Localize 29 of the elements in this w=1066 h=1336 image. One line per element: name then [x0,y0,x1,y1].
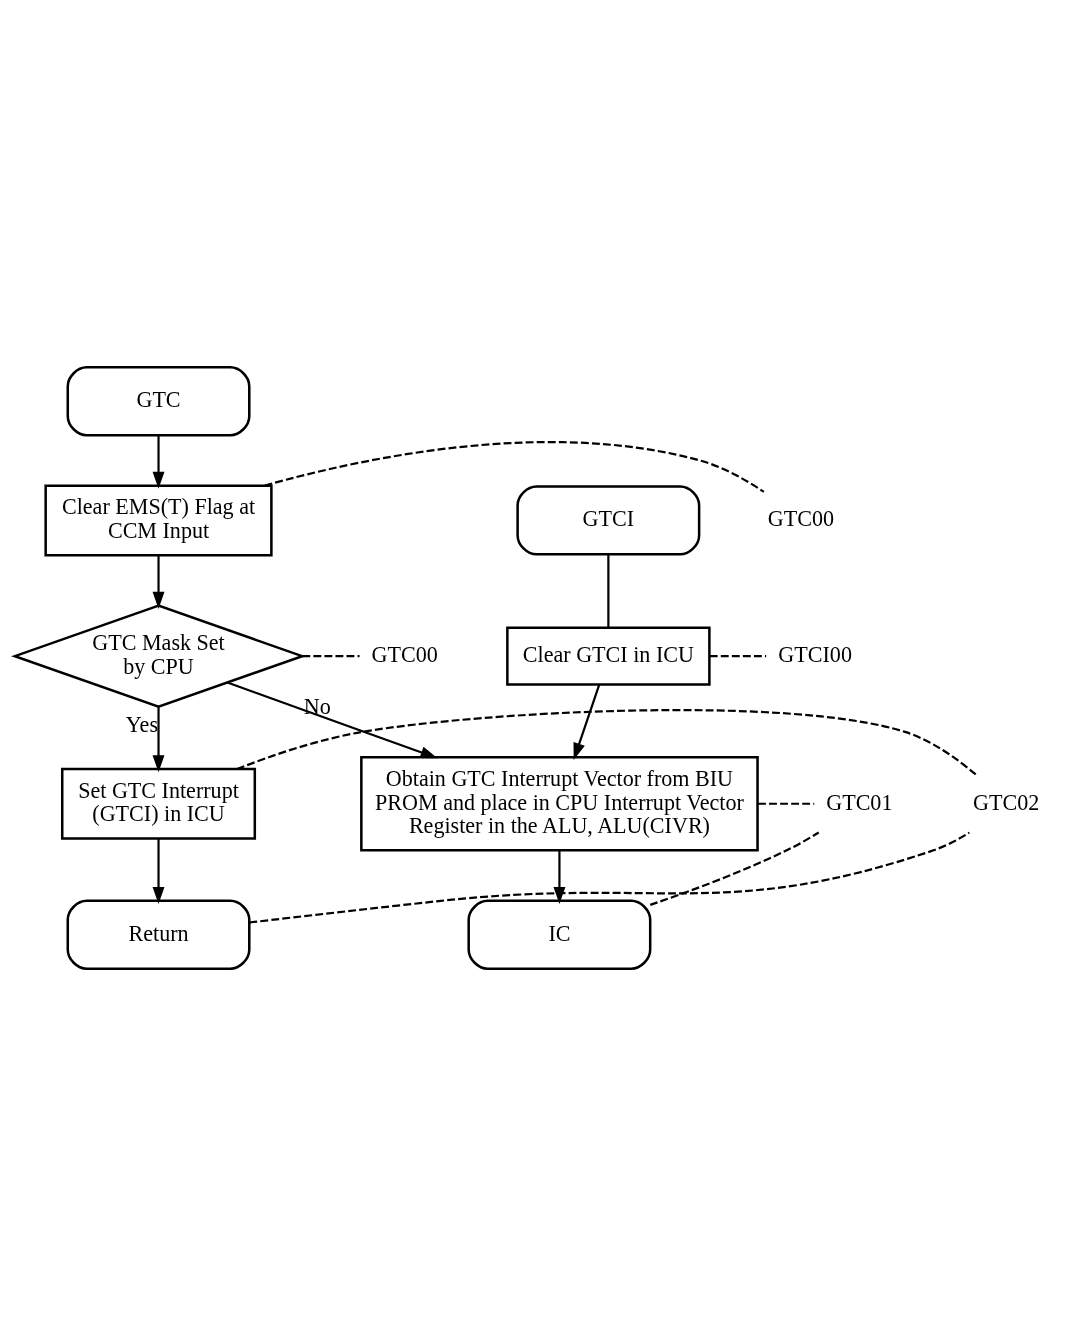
connector [302,655,360,658]
node-box: Return [66,899,251,970]
connector [709,655,767,658]
arrow [227,681,438,759]
edge-label: No [303,693,331,719]
node-text: GTC02 [973,789,1040,815]
node-text: GTCI00 [778,642,852,667]
arrow [152,838,165,905]
arrow [553,850,566,905]
arrow [573,684,601,761]
node-text: GTC01 [826,789,893,815]
connector [607,554,610,628]
node-box: IC [467,899,652,970]
node-box: Clear EMS(T) Flag at CCM Input [44,484,273,557]
arrow [152,435,165,489]
connector [264,440,765,493]
node-box: GTCI [516,485,701,556]
arrow [152,707,165,773]
connector [649,831,820,906]
node-box: Obtain GTC Interrupt Vector from BIU PROM and place in CPU Interrupt Vector Register in the ALU, ALU(CIVR) [360,755,759,852]
node-box: GTC [66,366,251,437]
node-text: GTC00 [767,506,835,532]
connector [236,709,978,777]
node-text: GTC00 [371,642,438,667]
connector [249,831,970,924]
node-box: Clear GTCI in ICU [506,626,711,686]
arrow [152,555,165,609]
connector [758,802,815,805]
node-box: Set GTC Interrupt (GTCI) in ICU [60,767,257,840]
